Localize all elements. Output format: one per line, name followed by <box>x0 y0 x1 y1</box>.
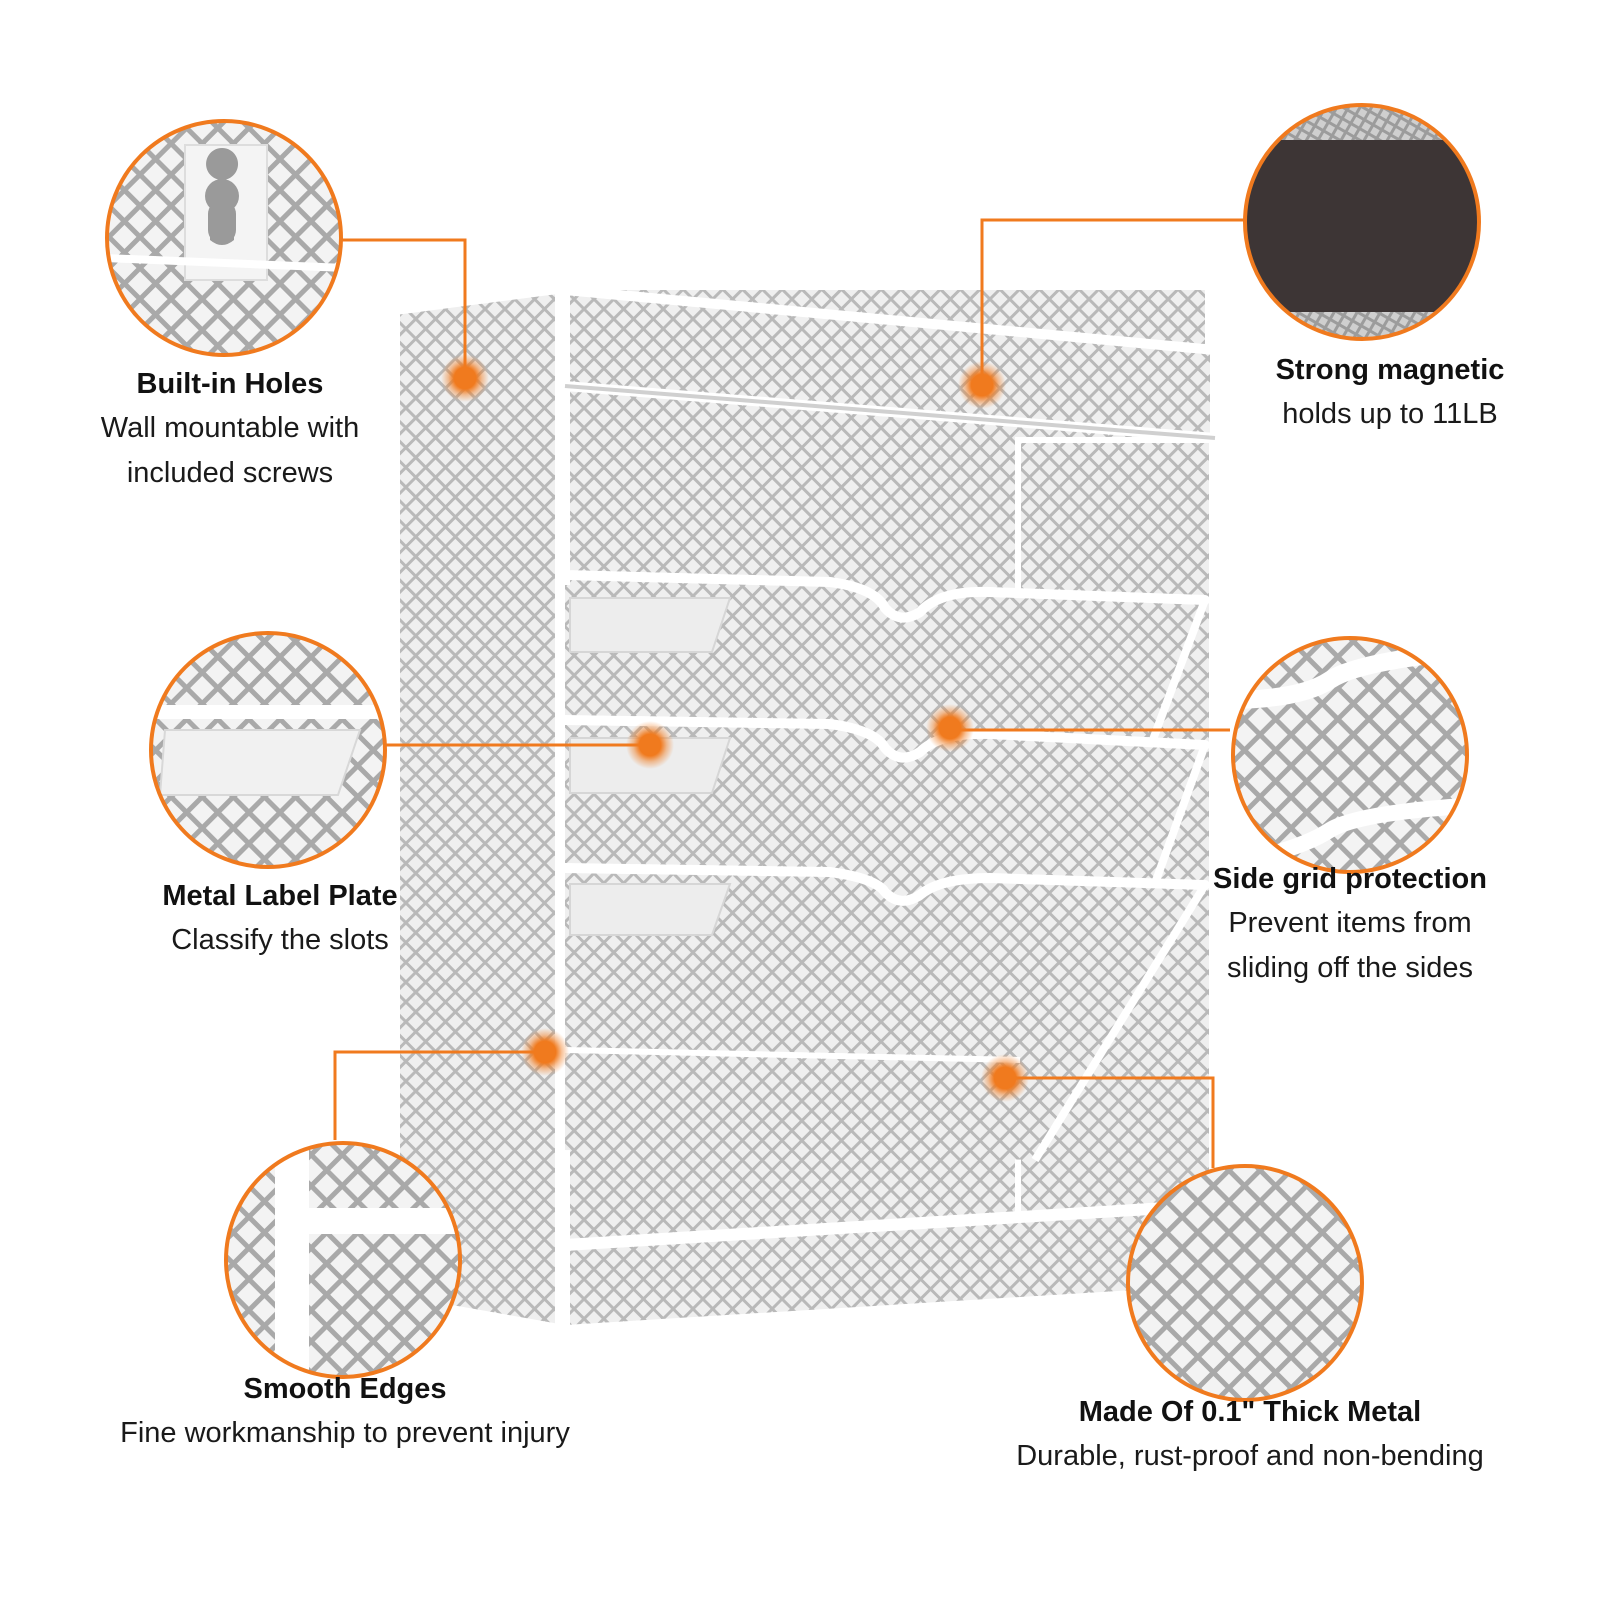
feature-desc: Durable, rust-proof and non-bending <box>1016 1440 1484 1472</box>
callout-side-zoom <box>1231 636 1469 874</box>
feature-title: Strong magnetic <box>1275 354 1505 386</box>
hotspot-holes <box>441 354 489 402</box>
hotspots <box>441 354 1029 1102</box>
hotspot-edges <box>521 1028 569 1076</box>
feature-smooth-edges: Smooth Edges Fine workmanship to prevent… <box>40 1367 650 1456</box>
leader-lines <box>333 218 1245 1168</box>
hotspot-side <box>926 704 974 752</box>
feature-side-grid-protection: Side grid protection Prevent items from … <box>1160 857 1540 991</box>
feature-thick-metal: Made Of 0.1" Thick Metal Durable, rust-p… <box>930 1390 1570 1479</box>
feature-title: Made Of 0.1" Thick Metal <box>1078 1396 1422 1428</box>
leader-metal <box>1005 1076 1215 1168</box>
callout-metal-zoom <box>1126 1164 1364 1402</box>
feature-title: Metal Label Plate <box>162 880 398 912</box>
slot-3 <box>560 863 1210 1163</box>
feature-desc: Wall mountable with included screws <box>100 412 360 489</box>
feature-desc: holds up to 11LB <box>1282 398 1498 430</box>
leader-magnet <box>980 218 1245 383</box>
hotspot-label <box>626 721 674 769</box>
magnet-strip <box>1245 140 1479 312</box>
label-plate-zoom <box>158 729 362 796</box>
hotspot-magnet <box>958 361 1006 409</box>
feature-desc: Fine workmanship to prevent injury <box>120 1417 570 1449</box>
callout-magnet-zoom <box>1243 103 1481 341</box>
feature-strong-magnetic: Strong magnetic holds up to 11LB <box>1200 348 1580 437</box>
leader-holes <box>340 238 467 378</box>
feature-title: Built-in Holes <box>136 368 324 400</box>
feature-title: Smooth Edges <box>243 1373 447 1405</box>
hotspot-metal <box>981 1054 1029 1102</box>
feature-built-in-holes: Built-in Holes Wall mountable with inclu… <box>40 362 420 496</box>
callout-holes-zoom <box>105 119 343 357</box>
feature-desc: Classify the slots <box>171 924 389 956</box>
feature-title: Side grid protection <box>1213 863 1487 895</box>
leader-edges <box>333 1050 545 1140</box>
feature-metal-label-plate: Metal Label Plate Classify the slots <box>100 874 460 963</box>
label-plate-3 <box>569 883 732 936</box>
callout-edges-zoom <box>224 1141 462 1379</box>
file-organizer-rack <box>390 283 1220 1335</box>
feature-desc: Prevent items from sliding off the sides <box>1226 907 1474 984</box>
callout-label-zoom <box>149 631 387 869</box>
label-plate-1 <box>569 597 732 653</box>
